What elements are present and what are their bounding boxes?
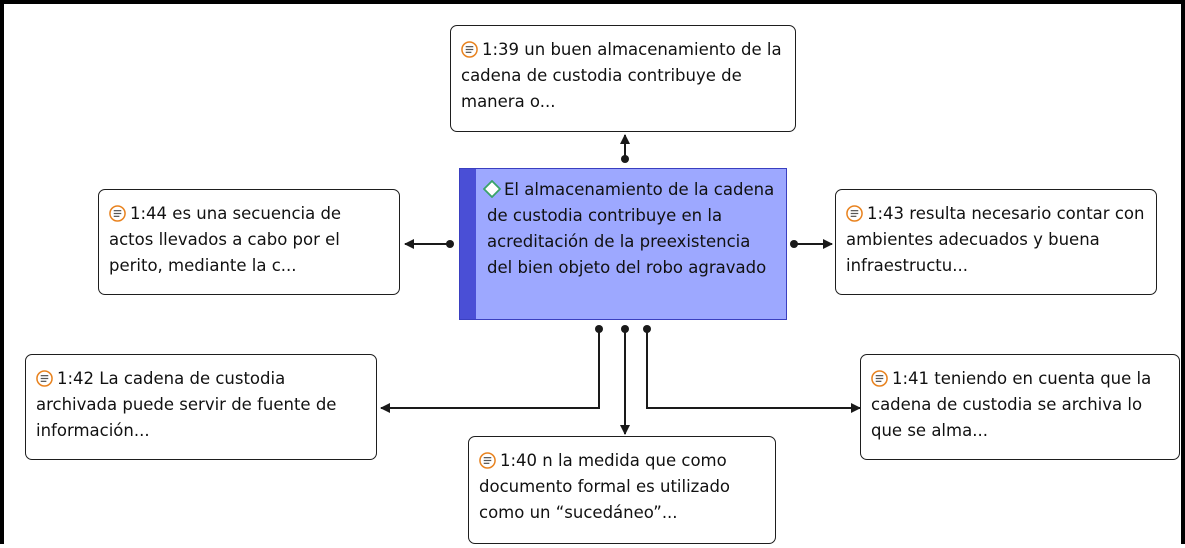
code-node-color-bar	[460, 169, 476, 319]
quotation-document-icon	[479, 452, 496, 469]
quote-text: 1:41 teniendo en cuenta que la cadena de…	[871, 369, 1152, 440]
link-to-1-42[interactable]	[380, 329, 600, 413]
link-dot-1-42	[595, 325, 603, 333]
quote-node-1-41[interactable]: 1:41 teniendo en cuenta que la cadena de…	[860, 354, 1180, 460]
quote-node-1-40[interactable]: 1:40 n la medida que como documento form…	[468, 436, 776, 544]
quote-text: 1:39 un buen almacenamiento de la cadena…	[461, 40, 782, 111]
quotation-document-icon	[36, 370, 53, 387]
link-dot-1-44	[446, 240, 454, 248]
link-dot-1-40	[621, 325, 629, 333]
quote-text: 1:40 n la medida que como documento form…	[479, 451, 731, 522]
links-layer	[380, 134, 861, 435]
quote-text: 1:42 La cadena de custodia archivada pue…	[36, 369, 337, 440]
quote-node-1-42[interactable]: 1:42 La cadena de custodia archivada pue…	[25, 354, 377, 460]
code-node-central[interactable]: El almacenamiento de la cadena de custod…	[459, 168, 787, 320]
diamond-code-icon	[483, 180, 501, 198]
link-dot-1-41	[643, 325, 651, 333]
link-dot-1-43	[790, 240, 798, 248]
link-dot-1-39	[621, 155, 629, 163]
quotation-document-icon	[109, 205, 126, 222]
quote-text: 1:44 es una secuencia de actos llevados …	[109, 204, 342, 275]
quote-node-1-44[interactable]: 1:44 es una secuencia de actos llevados …	[98, 189, 400, 295]
quotation-document-icon	[846, 205, 863, 222]
quote-text: 1:43 resulta necesario contar con ambien…	[846, 204, 1145, 275]
quotation-document-icon	[871, 370, 888, 387]
quote-node-1-39[interactable]: 1:39 un buen almacenamiento de la cadena…	[450, 25, 796, 132]
code-node-text: El almacenamiento de la cadena de custod…	[487, 180, 775, 277]
link-to-1-41[interactable]	[646, 329, 861, 413]
quotation-document-icon	[461, 41, 478, 58]
quote-node-1-43[interactable]: 1:43 resulta necesario contar con ambien…	[835, 189, 1157, 295]
